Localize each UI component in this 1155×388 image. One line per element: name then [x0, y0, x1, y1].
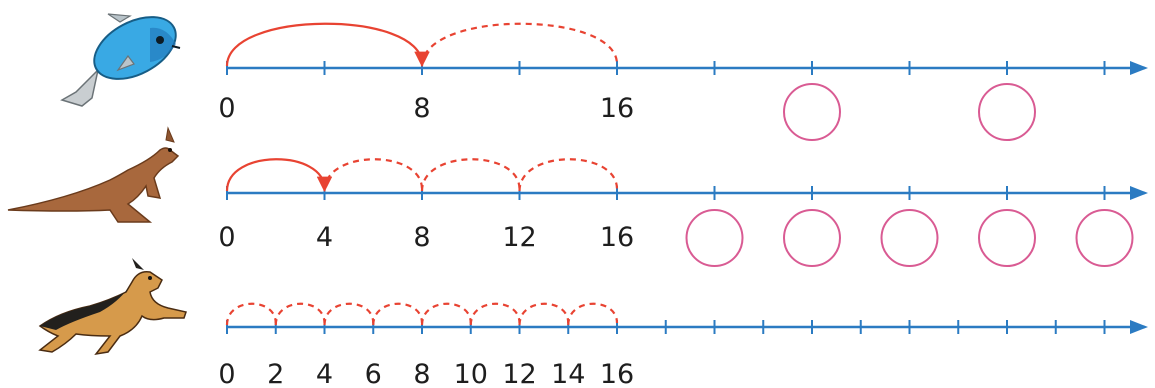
tick-label: 0 — [218, 359, 235, 388]
tick-label: 6 — [365, 359, 382, 388]
tick-label: 0 — [218, 93, 235, 124]
dashed-jump-arc — [471, 304, 520, 325]
dashed-jump-arc — [325, 159, 423, 191]
number-line-row-2: 0 4 8 12 16 — [218, 159, 1148, 266]
fish-icon — [62, 4, 186, 106]
dashed-jump-arc — [520, 304, 569, 325]
tick-label: 16 — [600, 93, 634, 124]
number-line-row-1: 0 8 16 — [218, 24, 1148, 140]
dashed-jump-arc — [276, 304, 325, 325]
dashed-jump-arc — [227, 304, 276, 325]
tick-label: 8 — [413, 222, 430, 253]
answer-circle — [882, 210, 938, 266]
tick-label: 0 — [218, 222, 235, 253]
tick-label: 10 — [454, 359, 488, 388]
axis-arrow-icon — [1130, 61, 1148, 75]
tick-label: 4 — [316, 359, 333, 388]
dashed-jump-arc — [568, 304, 617, 325]
answer-circle — [1077, 210, 1133, 266]
dashed-jump-arc — [325, 304, 374, 325]
tick-label: 12 — [502, 222, 536, 253]
dashed-jump-arc — [373, 304, 422, 325]
dashed-jump-arc — [422, 159, 520, 191]
number-line-row-3: 0 2 4 6 8 10 12 14 16 — [218, 304, 1148, 388]
tick-label: 8 — [413, 93, 430, 124]
tick-label: 14 — [551, 359, 585, 388]
tick-label: 4 — [316, 222, 333, 253]
axis-arrow-icon — [1130, 320, 1148, 334]
tick-label: 8 — [413, 359, 430, 388]
answer-circle — [979, 210, 1035, 266]
tick-label: 16 — [600, 359, 634, 388]
tick-label: 12 — [502, 359, 536, 388]
answer-circle — [979, 84, 1035, 140]
dashed-jump-arc — [422, 304, 471, 325]
answer-circle — [784, 84, 840, 140]
tick-label: 2 — [267, 359, 284, 388]
dashed-jump-arc — [520, 159, 618, 191]
answer-circle — [784, 210, 840, 266]
axis-arrow-icon — [1130, 186, 1148, 200]
kangaroo-icon — [8, 128, 178, 222]
solid-jump-arc — [227, 24, 422, 66]
dashed-jump-arc — [422, 24, 617, 66]
answer-circle — [687, 210, 743, 266]
solid-jump-arc — [227, 159, 325, 191]
dog-icon — [40, 258, 186, 354]
tick-label: 16 — [600, 222, 634, 253]
